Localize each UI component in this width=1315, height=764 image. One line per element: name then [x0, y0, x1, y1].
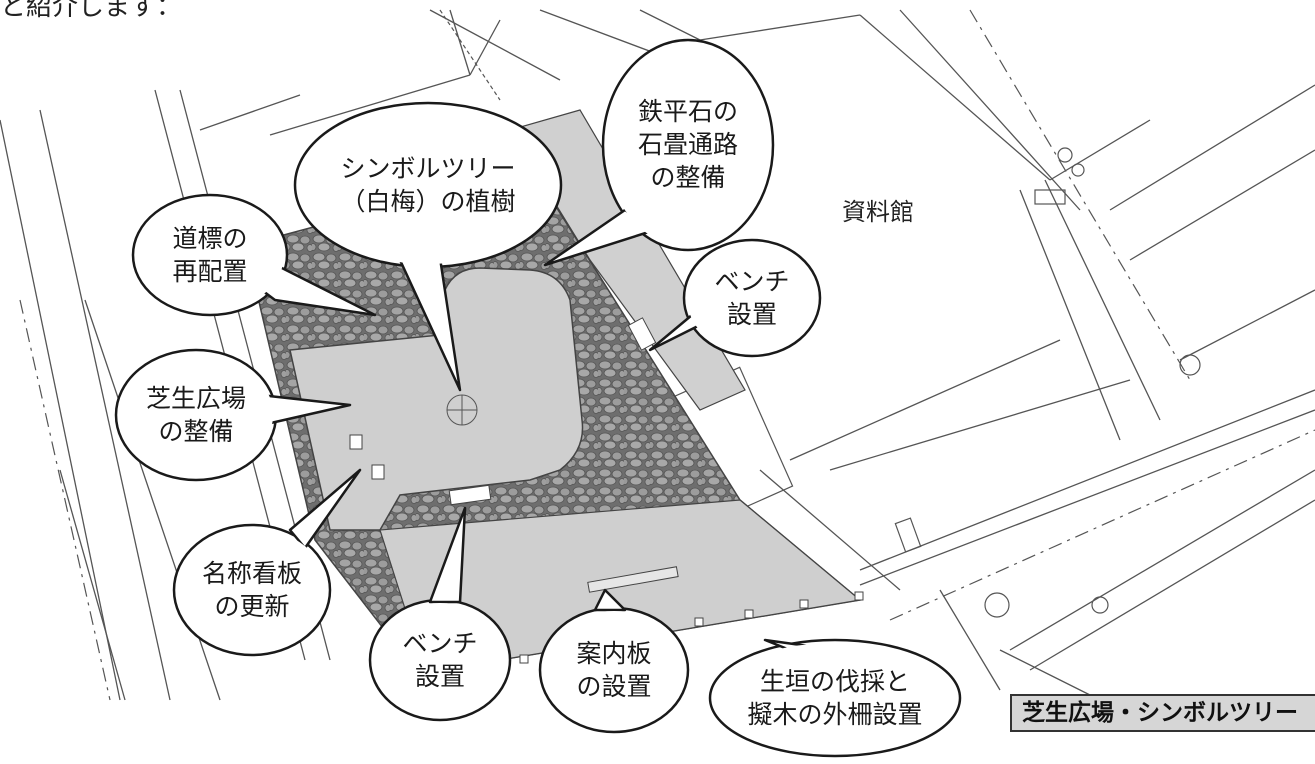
- callout-line: 道標の: [172, 224, 248, 253]
- callout-line: の設置: [576, 672, 652, 701]
- callout-line: 再配置: [172, 257, 248, 286]
- callout-line: 石畳通路: [637, 130, 738, 159]
- callout-line: 生垣の伐採と: [759, 667, 910, 696]
- building-label: 資料館: [842, 198, 914, 226]
- guide-board-marker: [587, 566, 679, 593]
- stone-path-strip: [509, 109, 746, 411]
- tree-symbol: [446, 394, 478, 426]
- callout-road-marker: 道標の 再配置: [150, 222, 270, 288]
- callout-name-sign: 名称看板 の更新: [192, 557, 312, 623]
- callout-hedge: 生垣の伐採と 擬木の外柵設置: [720, 665, 950, 731]
- name-sign-marker: [349, 434, 385, 480]
- callout-line: の整備: [158, 417, 234, 446]
- callout-line: ベンチ: [714, 267, 790, 296]
- callout-bench-right: ベンチ 設置: [697, 265, 807, 331]
- dashed-linework: [19, 9, 1315, 701]
- bench-marker-right: [627, 317, 657, 351]
- lawn-area: [289, 267, 584, 531]
- callout-line: （白梅）の植樹: [340, 187, 516, 216]
- callout-bench-bottom: ベンチ 設置: [385, 627, 495, 693]
- callout-line: 設置: [414, 662, 465, 691]
- callout-bubbles-fill: [119, 43, 957, 753]
- callout-lawn: 芝生広場 の整備: [136, 382, 256, 448]
- callout-symbol-tree: シンボルツリー （白梅）の植樹: [308, 152, 548, 218]
- intro-text-fragment: と紹介します：: [0, 0, 183, 22]
- figure-caption: 芝生広場・シンボルツリー: [1010, 694, 1315, 732]
- callout-line: 案内板: [576, 639, 652, 668]
- callout-line: ベンチ: [402, 629, 478, 658]
- callout-line: の整備: [650, 163, 726, 192]
- callout-line: 鉄平石の: [637, 97, 738, 126]
- callout-line: シンボルツリー: [340, 154, 516, 183]
- callout-line: の更新: [214, 592, 290, 621]
- callout-line: 設置: [726, 300, 777, 329]
- callout-guide-board: 案内板 の設置: [559, 637, 669, 703]
- callout-stone-path: 鉄平石の 石畳通路 の整備: [618, 95, 758, 194]
- callout-line: 名称看板: [201, 559, 302, 588]
- callout-line: 擬木の外柵設置: [747, 700, 923, 729]
- callout-line: 芝生広場: [145, 384, 246, 413]
- bench-marker-bottom: [448, 484, 492, 506]
